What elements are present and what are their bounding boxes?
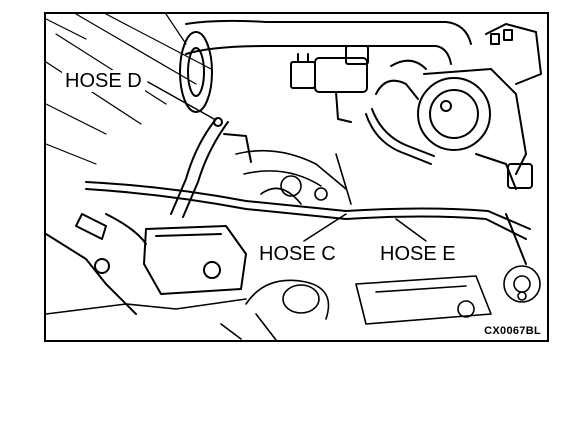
hose-cluster bbox=[365, 59, 435, 165]
figure-code: CX0067BL bbox=[482, 325, 543, 337]
leader-lines bbox=[147, 81, 427, 242]
engine-hose-diagram: HOSE D HOSE C HOSE E CX0067BL bbox=[44, 12, 549, 342]
intake-pipe bbox=[179, 19, 472, 113]
hose-c-label: HOSE C bbox=[256, 243, 339, 265]
manifold-center bbox=[235, 149, 352, 205]
hose-d-label: HOSE D bbox=[62, 70, 145, 92]
wiring-harness bbox=[85, 181, 531, 265]
background-lines bbox=[46, 14, 212, 165]
hose-d-line bbox=[170, 117, 252, 218]
canister bbox=[417, 23, 542, 190]
engine-line-drawing bbox=[46, 14, 542, 340]
throttle-body bbox=[46, 213, 247, 315]
hose-e-label: HOSE E bbox=[377, 243, 459, 265]
solenoid-valve bbox=[290, 45, 369, 123]
engine-block bbox=[46, 265, 541, 340]
